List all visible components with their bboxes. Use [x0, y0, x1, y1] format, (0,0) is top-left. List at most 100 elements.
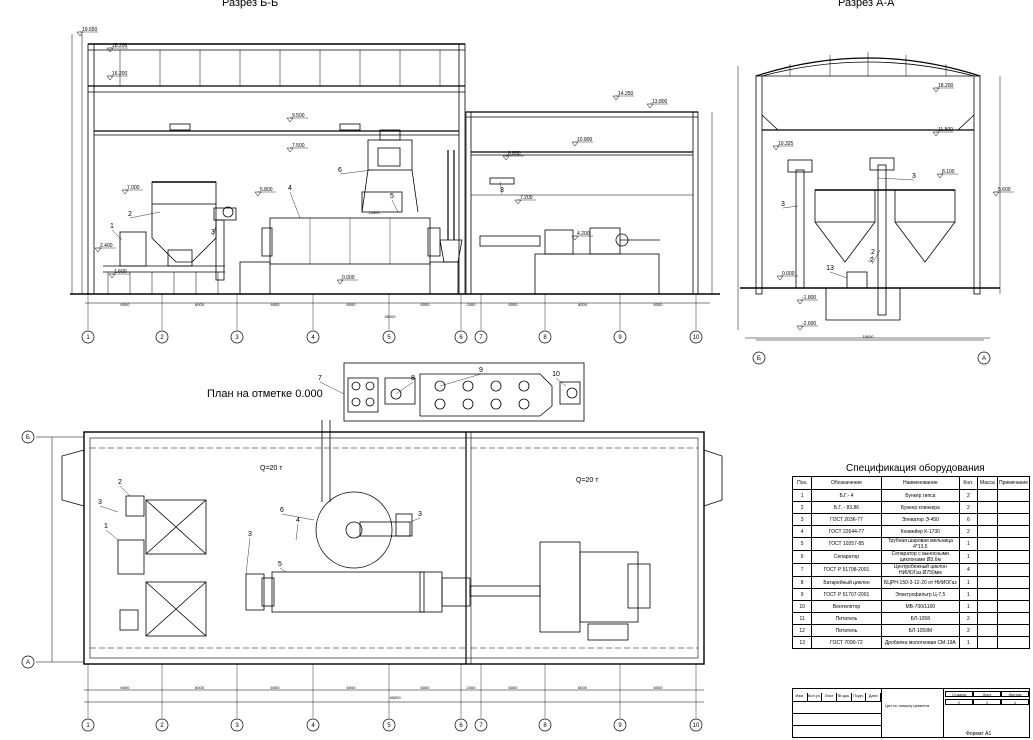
spec-cell-mass — [976, 489, 999, 502]
dimension-label: 2400 — [467, 302, 477, 307]
level-mark: 16.200 — [106, 71, 128, 81]
position-leader: 6 — [280, 507, 315, 521]
stamp-col: № док. — [837, 693, 852, 701]
axis-bubble-label: А — [982, 356, 986, 362]
axis-bubble: 1 — [81, 294, 95, 344]
level-mark: 8.850 — [502, 151, 524, 161]
axis-bubble-label: 1 — [86, 335, 90, 341]
dimension-label: 6000 — [271, 302, 281, 307]
axis-bubble: 5 — [382, 294, 396, 344]
axis-bubble-label: 7 — [479, 335, 483, 341]
level-mark: 0.000 — [336, 275, 358, 285]
level-value: 0.000 — [342, 275, 355, 281]
spec-cell-name: Центробежный циклон НИИОГаз Ø750мм — [880, 563, 961, 577]
level-value: 13.800 — [652, 99, 668, 105]
spec-cell-mass — [976, 550, 999, 564]
level-value: 7.200 — [520, 195, 533, 201]
axis-bubble-label: 6 — [459, 335, 463, 341]
position-number: 3 — [781, 201, 785, 208]
spec-cell-mass — [976, 588, 999, 601]
spec-cell-note — [997, 612, 1030, 625]
dimension-label: 6000 — [195, 685, 205, 690]
spec-cell-code: Батарейный циклон — [811, 576, 882, 589]
level-value: 2.400 — [100, 243, 113, 249]
spec-cell-pos: 9 — [791, 588, 813, 601]
axis-bubble: Б — [21, 430, 35, 444]
axis-bubble: 2 — [155, 294, 169, 344]
spec-cell-pos: 5 — [791, 537, 813, 551]
axis-bubble: 9 — [613, 664, 627, 732]
stamp-stage-head-cell: Стадия — [945, 691, 973, 697]
position-number: 3 — [912, 173, 916, 180]
dimension-label: 2400 — [467, 685, 477, 690]
level-value: 8.850 — [508, 151, 521, 157]
dimension-label: 6000 — [509, 302, 519, 307]
dimension-label: 6000 — [654, 685, 664, 690]
spec-cell-name: Конвейер К-1730 — [880, 525, 961, 538]
spec-cell-qty: 2 — [959, 525, 978, 538]
position-number: 3 — [500, 187, 504, 194]
spec-cell-name: Бункер гипса — [880, 489, 961, 502]
spec-cell-note — [997, 501, 1030, 514]
spec-cell-note — [997, 550, 1030, 564]
position-leader: 8 — [395, 375, 415, 395]
position-number: 3 — [98, 499, 102, 506]
level-value: 19.650 — [82, 27, 98, 33]
spec-cell-name: Трубная шаровая мельница 4*13,5 — [880, 537, 961, 551]
axis-bubble-label: 4 — [311, 335, 315, 341]
level-value: 18.200 — [112, 43, 128, 49]
position-leader: 3 — [409, 511, 422, 523]
axis-bubble-label: 9 — [618, 723, 622, 729]
axis-bubbles-plan-rows: БА — [21, 430, 35, 669]
spec-cell-name: Бункер клинкера — [880, 501, 961, 514]
spec-cell-qty: 1 — [959, 600, 978, 613]
position-number: 6 — [338, 167, 342, 174]
section-aa-title: Разрез А-А — [838, 0, 895, 9]
level-value: 11.500 — [938, 127, 953, 133]
stamp-stage-val-cell: У — [945, 699, 973, 705]
axis-bubble: А — [21, 655, 35, 669]
position-leader: 2 — [128, 211, 161, 219]
level-mark: 0.000 — [776, 271, 798, 281]
stamp-stage-val-cell: 1 — [1001, 699, 1029, 705]
axis-bubble: 1 — [81, 664, 95, 732]
level-mark: 18.200 — [106, 43, 128, 53]
position-number: 1 — [104, 523, 108, 530]
level-mark: 7.200 — [514, 195, 536, 205]
spec-cell-code: Сепаратор — [811, 550, 882, 564]
spec-cell-qty: 1 — [959, 636, 978, 649]
axis-bubble: 8 — [538, 294, 552, 344]
spec-cell-code: ГОСТ 22644-77 — [811, 525, 882, 538]
dimension-label: 6000 — [421, 302, 431, 307]
spec-cell-code: Б.Г.- 4 — [811, 489, 882, 502]
spec-cell-code: ГОСТ 2036-77 — [811, 513, 882, 526]
axis-bubble-label: Б — [757, 356, 761, 362]
position-leader: 2 — [867, 249, 875, 263]
mill-dim: 15800 — [368, 210, 380, 215]
plan-title: План на отметке 0.000 — [207, 388, 323, 400]
dimension-label: 6000 — [509, 685, 519, 690]
level-value: 9.500 — [292, 113, 305, 119]
axis-bubble-label: 9 — [618, 335, 622, 341]
spec-cell-note — [997, 537, 1030, 551]
spec-cell-name: МВ-700/1100 — [880, 600, 961, 613]
level-value: 16.200 — [112, 71, 128, 77]
spec-cell-qty: 2 — [959, 624, 978, 637]
spec-cell-pos: 3 — [791, 513, 813, 526]
position-leader: 4 — [295, 517, 300, 541]
level-mark: 10.800 — [571, 137, 593, 147]
position-number: 5 — [390, 193, 394, 200]
spec-cell-code: Питатель — [811, 612, 882, 625]
stamp-col: Лист — [822, 693, 838, 701]
position-leader: 3 — [877, 173, 916, 181]
axis-bubble: 4 — [306, 294, 320, 344]
